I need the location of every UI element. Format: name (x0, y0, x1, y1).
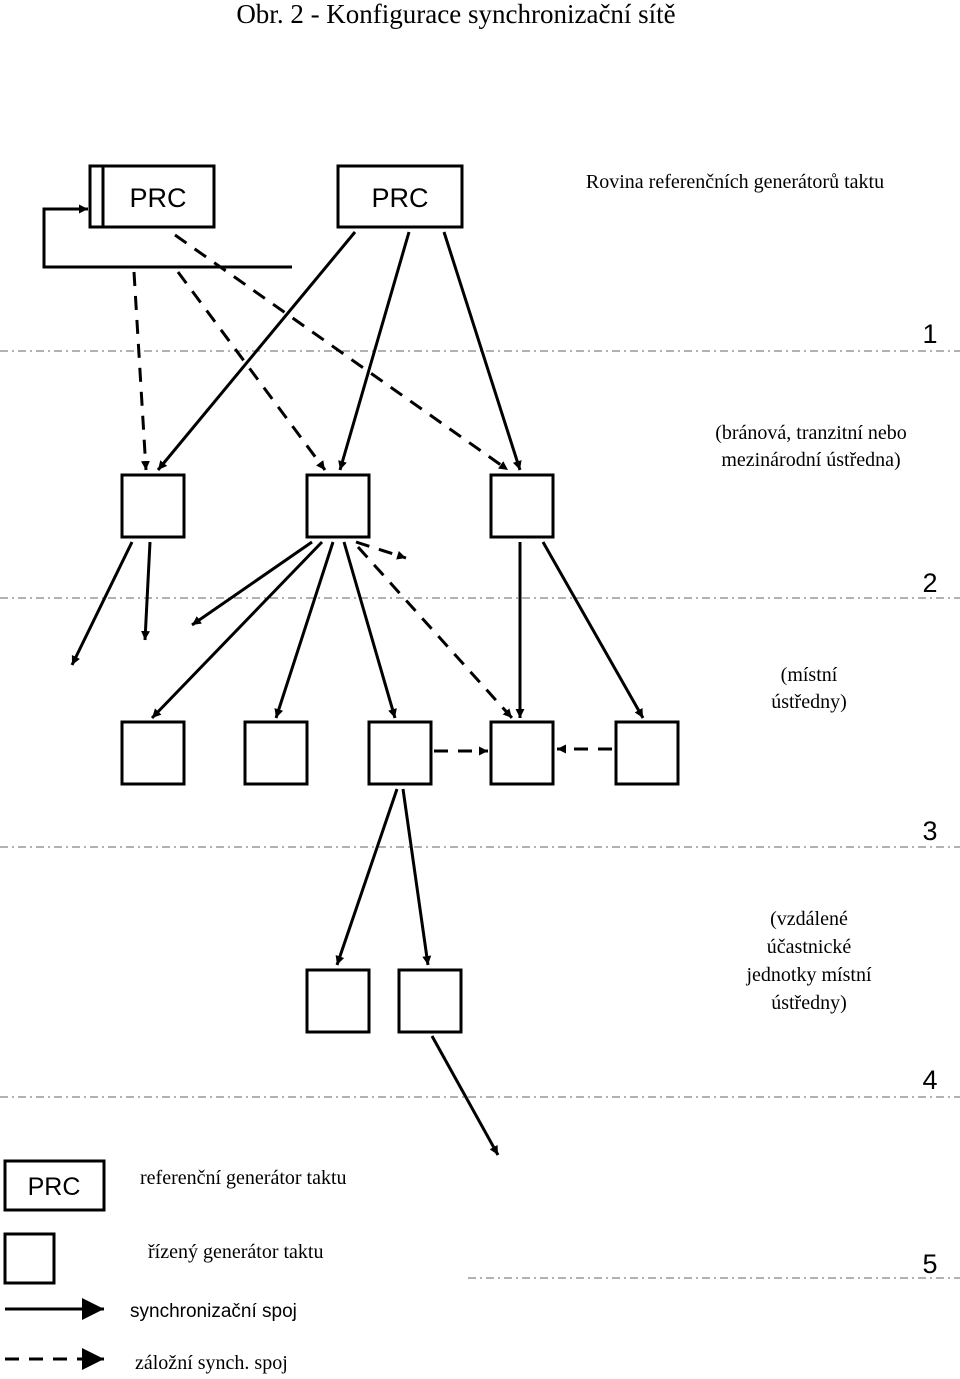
backup-link (356, 545, 514, 720)
sync-link (274, 541, 335, 719)
sync-link (150, 540, 324, 720)
legend-prc-box-label: PRC (28, 1173, 81, 1201)
sync-link (156, 231, 357, 471)
legend-label: záložní synch. spoj (135, 1352, 288, 1374)
figure-title: Obr. 2 - Konfigurace synchronizační sítě (236, 0, 675, 29)
level-1-description: (bránová, tranzitní nebo mezinárodní úst… (715, 422, 907, 471)
level-number-2: 2 (922, 568, 937, 598)
sync-link (342, 541, 397, 719)
sync-link (541, 541, 645, 719)
legend-backup-link: záložní synch. spoj (5, 1348, 288, 1374)
level-1-description-line: mezinárodní ústředna) (721, 449, 900, 471)
legend-label: řízený generátor taktu (148, 1241, 323, 1263)
legend-controlled-clock: řízený generátor taktu (3, 1232, 323, 1285)
prc-node-right: PRC (336, 164, 464, 229)
level-1-node (120, 473, 186, 539)
level-1-description-line: (bránová, tranzitní nebo (715, 422, 907, 444)
sync-link (191, 540, 313, 627)
prc-label: PRC (371, 183, 428, 213)
level-number-5: 5 (922, 1249, 937, 1279)
level-1-node (305, 473, 371, 539)
level-separators (0, 350, 960, 1279)
level-number-1: 1 (922, 319, 937, 349)
legend-prc: PRC referenční generátor taktu (3, 1159, 347, 1212)
backup-link (355, 540, 407, 560)
sync-link (70, 541, 134, 666)
level-3-description-line: (vzdálené (770, 908, 848, 930)
sync-link (401, 788, 432, 966)
legend-label: referenční generátor taktu (140, 1167, 347, 1189)
top-plane-label: Rovina referenčních generátorů taktu (586, 171, 884, 193)
sync-link (335, 788, 399, 966)
sync-link (338, 231, 411, 471)
sync-link (430, 1035, 500, 1156)
prc-box-outer (88, 164, 216, 229)
level-2-node (243, 720, 309, 786)
level-3-description: (vzdálené účastnické jednotky místní úst… (746, 908, 872, 1014)
level-3-description-line: účastnické (767, 936, 852, 958)
level-number-3: 3 (922, 816, 937, 846)
backup-link (176, 271, 327, 471)
legend-prc-box (3, 1159, 106, 1212)
level-2-description-line: ústředny) (771, 691, 847, 713)
level-2-description: (místní ústředny) (771, 664, 847, 713)
level-2-node (489, 720, 555, 786)
prc-label: PRC (129, 183, 186, 213)
level-3-description-line: ústředny) (771, 992, 847, 1014)
level-2-node (614, 720, 680, 786)
backup-link (174, 233, 509, 472)
legend-label: synchronizační spoj (130, 1301, 297, 1322)
level-3-description-line: jednotky místní (746, 964, 872, 986)
level-3-node (397, 968, 463, 1034)
level-2-node (367, 720, 433, 786)
level-1-node (489, 473, 555, 539)
level-3-node (305, 968, 371, 1034)
legend-sync-link: synchronizační spoj (5, 1298, 297, 1322)
prc-box (336, 164, 464, 229)
legend-square-box (3, 1232, 56, 1285)
backup-link (132, 271, 150, 471)
level-2-description-line: (místní (781, 664, 838, 686)
level-number-4: 4 (922, 1065, 937, 1095)
sync-link (140, 541, 152, 641)
sync-link (442, 231, 522, 471)
prc-feedback-link (42, 204, 292, 269)
level-2-node (120, 720, 186, 786)
legend: PRC referenční generátor taktu řízený ge… (3, 1159, 347, 1374)
prc-node-left: PRC (88, 164, 216, 229)
